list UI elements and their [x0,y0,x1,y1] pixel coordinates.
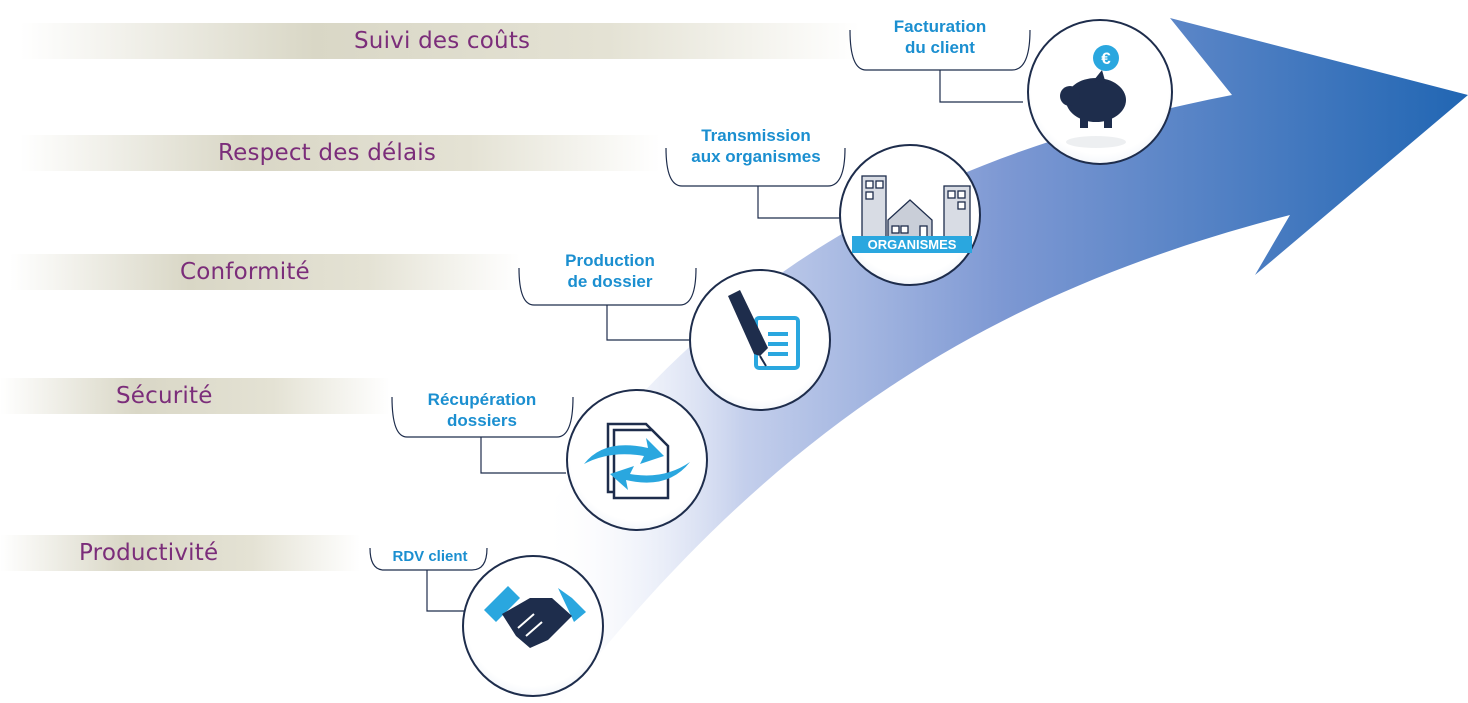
step-label-line1: Récupération [427,390,537,409]
step-circle-rdv [462,555,604,697]
svg-text:€: € [1101,49,1111,68]
step-label-line1: Production [565,251,655,270]
benefit-suivi-couts: Suivi des coûts [354,23,530,59]
benefit-productivite: Productivité [79,535,218,571]
benefit-label: Respect des délais [218,140,437,166]
step-label-production: Production de dossier [535,250,685,292]
step-label-rdv: RDV client [375,546,485,567]
growth-arrow [540,18,1468,703]
connectors [369,29,1031,612]
step-label-line1: Facturation [893,17,987,36]
step-label-recuperation: Récupération dossiers [402,389,562,431]
benefit-respect-delais: Respect des délais [218,135,436,171]
step-circle-recuperation [566,389,708,531]
organismes-badge: ORGANISMES [852,236,972,253]
benefit-band-1 [20,23,860,59]
step-label-line1: Transmission [701,126,811,145]
benefit-label: Conformité [180,259,310,285]
benefit-conformite: Conformité [180,254,310,290]
document-transfer-icon [584,422,690,500]
step-label-facturation: Facturation du client [870,16,1010,58]
step-label-line2: aux organismes [691,147,821,166]
step-label-transmission: Transmission aux organismes [670,125,842,167]
benefit-band-5 [0,535,360,571]
step-circle-production [689,269,831,411]
benefit-label: Productivité [79,540,219,566]
step-label-line2: dossiers [447,411,517,430]
benefit-label: Suivi des coûts [354,28,531,54]
handshake-icon [484,586,586,648]
step-label-line2: du client [905,38,975,57]
benefit-band-4 [0,378,390,414]
piggy-bank-euro-icon: € [1060,45,1126,148]
benefit-band-3 [10,254,520,290]
step-label-line2: de dossier [567,272,653,291]
benefit-label: Sécurité [116,383,213,409]
benefit-band-2 [20,135,660,171]
step-circle-transmission [839,144,981,286]
pen-document-icon [728,290,800,370]
step-circle-facturation: € [1027,19,1173,165]
benefit-securite: Sécurité [116,378,213,414]
step-label-line1: RDV client [392,548,468,565]
